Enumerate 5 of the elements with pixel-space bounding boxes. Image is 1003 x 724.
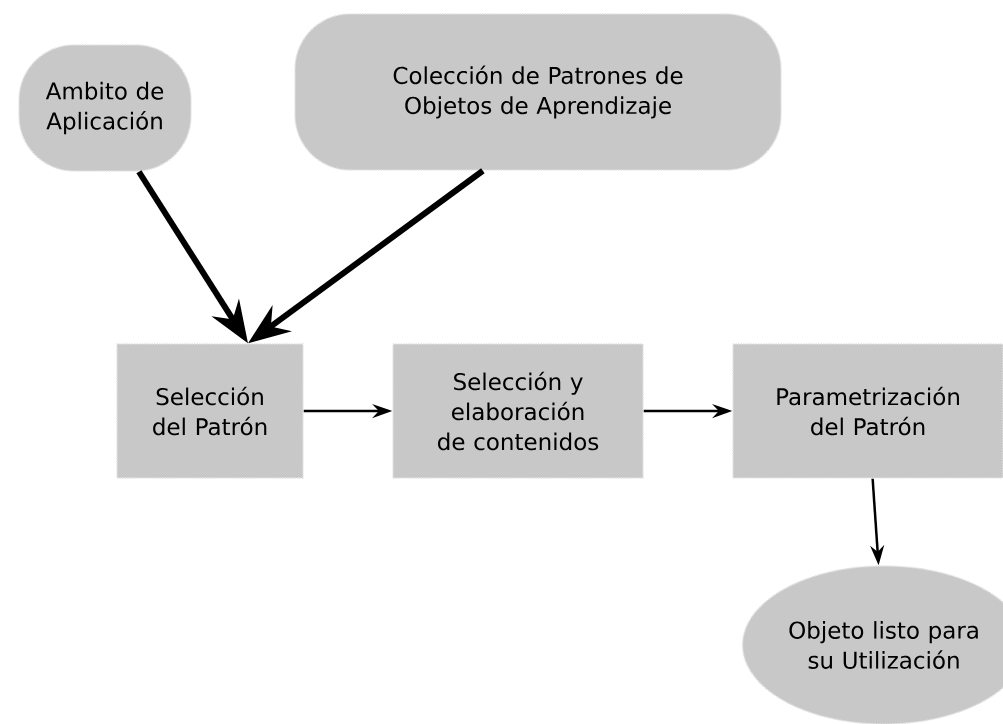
process-box: Selección del Patrón bbox=[116, 343, 304, 479]
process-box: Parametrización del Patrón bbox=[732, 343, 1003, 479]
terminal-pill: Colección de Patrones de Objetos de Aprendizaje bbox=[294, 13, 782, 171]
process-box: Selección y elaboración de contenidos bbox=[392, 343, 644, 479]
terminal-pill: Ambito de Aplicación bbox=[18, 44, 192, 172]
